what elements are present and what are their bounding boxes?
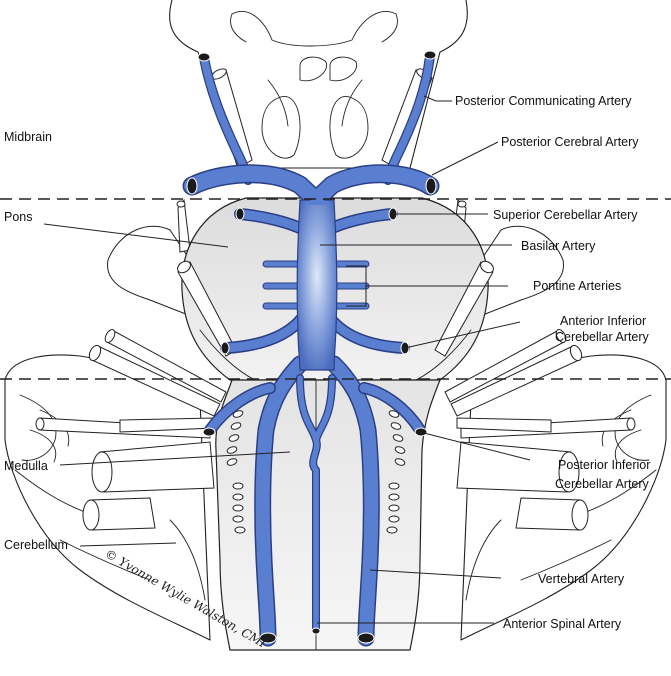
labels: Midbrain Pons Medulla Cerebellum Posteri…: [4, 94, 650, 631]
label-posterior-inferior-cerebellar-artery-line1: Posterior Inferior: [558, 458, 650, 472]
label-superior-cerebellar-artery: Superior Cerebellar Artery: [493, 208, 638, 222]
label-anterior-inferior-cerebellar-artery-line2: Cerebellar Artery: [555, 330, 650, 344]
anterior-spinal-artery: [296, 374, 336, 635]
medulla-rootlets-left: [226, 398, 246, 534]
label-posterior-communicating-artery: Posterior Communicating Artery: [455, 94, 632, 108]
label-cerebellum: Cerebellum: [4, 538, 68, 552]
cerebellum-structure: [4, 329, 667, 641]
vertebral-artery: [254, 355, 380, 647]
leader-lines: [43, 95, 531, 624]
label-vertebral-artery: Vertebral Artery: [538, 572, 625, 586]
label-medulla: Medulla: [4, 459, 48, 473]
label-anterior-inferior-cerebellar-artery-line1: Anterior Inferior: [560, 314, 646, 328]
label-posterior-inferior-cerebellar-artery-line2: Cerebellar Artery: [555, 477, 650, 491]
label-posterior-cerebral-artery: Posterior Cerebral Artery: [501, 135, 639, 149]
posterior-inferior-cerebellar-artery: [202, 382, 428, 437]
label-pontine-arteries: Pontine Arteries: [533, 279, 621, 293]
posterior-cerebral-artery: [182, 164, 440, 210]
label-anterior-spinal-artery: Anterior Spinal Artery: [503, 617, 622, 631]
label-midbrain: Midbrain: [4, 130, 52, 144]
label-pons: Pons: [4, 210, 33, 224]
label-basilar-artery: Basilar Artery: [521, 239, 596, 253]
arterial-system: [182, 50, 440, 647]
basilar-artery: [296, 198, 338, 371]
